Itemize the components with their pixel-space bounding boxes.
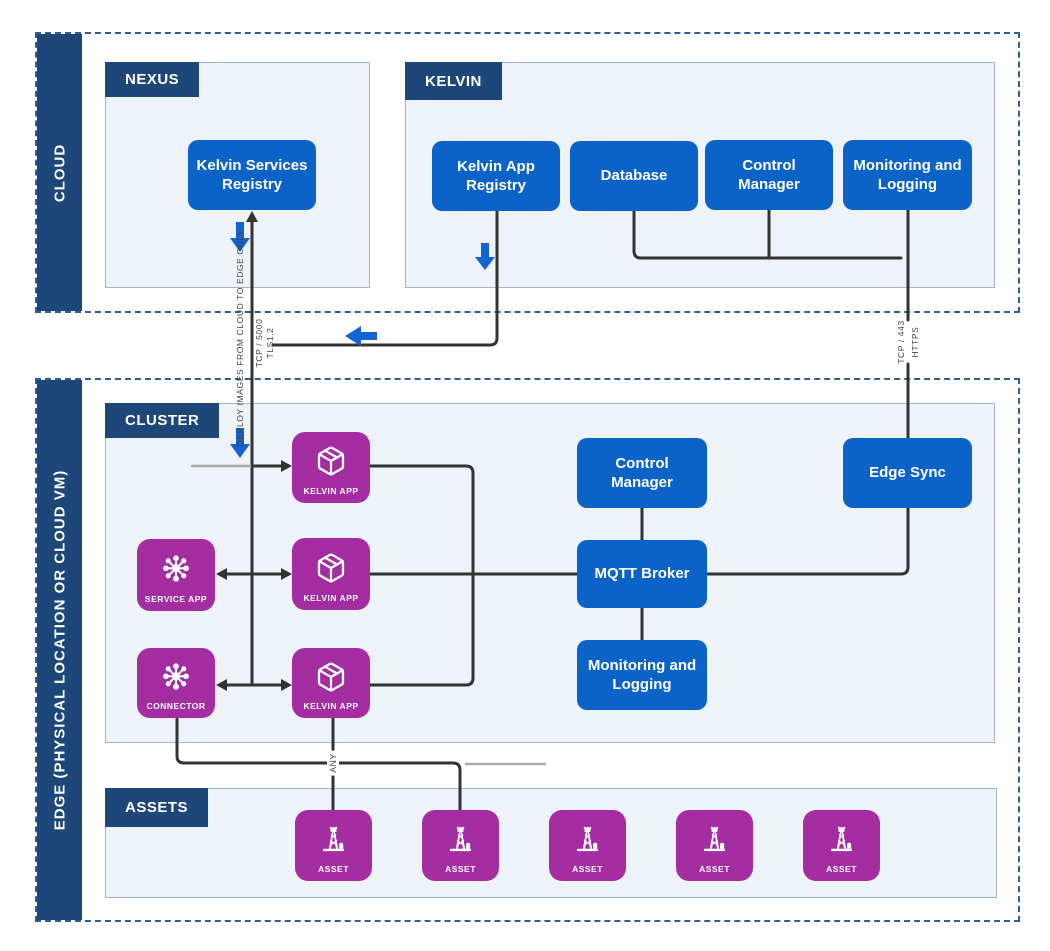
cloud-label: CLOUD: [51, 143, 68, 202]
node-label: Edge Sync: [869, 464, 946, 482]
icon-node-label: SERVICE APP: [144, 594, 208, 604]
tls-label: TLS1.2: [265, 327, 275, 359]
derrick-icon: [295, 810, 372, 864]
icon-node-asset-3: ASSET: [549, 810, 626, 881]
node-label: Monitoring and Logging: [853, 156, 962, 194]
cloud-sidebar: CLOUD: [37, 34, 82, 311]
node-control-manager-edge: Control Manager: [577, 438, 707, 508]
hub-icon: [137, 648, 215, 701]
node-label: Control Manager: [738, 156, 800, 194]
icon-node-connector: CONNECTOR: [137, 648, 215, 718]
node-monitoring-logging-cloud: Monitoring and Logging: [843, 140, 972, 210]
assets-tab: ASSETS: [105, 788, 209, 827]
edge-sidebar: EDGE (PHYSICAL LOCATION OR CLOUD VM): [37, 380, 82, 920]
node-kelvin-app-registry: Kelvin App Registry: [432, 141, 560, 211]
node-label: Control Manager: [611, 454, 673, 492]
kelvin-tab-label: KELVIN: [425, 72, 482, 90]
cluster-tab-label: CLUSTER: [125, 412, 200, 429]
icon-node-label: CONNECTOR: [146, 701, 206, 711]
node-kelvin-services-registry: Kelvin Services Registry: [188, 140, 316, 210]
hub-icon: [137, 539, 215, 594]
node-label: MQTT Broker: [594, 565, 690, 583]
icon-node-asset-1: ASSET: [295, 810, 372, 881]
icon-node-kelvin-app-1: KELVIN APP: [292, 432, 370, 503]
icon-node-label: ASSET: [318, 864, 349, 874]
icon-node-asset-2: ASSET: [422, 810, 499, 881]
deploy-label: DEPLOY IMAGES FROM CLOUD TO EDGE ONLY: [235, 229, 245, 447]
node-monitoring-logging-edge: Monitoring and Logging: [577, 640, 707, 710]
node-label: Kelvin App Registry: [457, 157, 535, 195]
icon-node-label: KELVIN APP: [303, 593, 359, 603]
derrick-icon: [549, 810, 626, 864]
node-label: Kelvin Services Registry: [196, 156, 308, 194]
icon-node-asset-4: ASSET: [676, 810, 753, 881]
tcp5000-label: TCP / 5000: [254, 318, 264, 368]
derrick-icon: [803, 810, 880, 864]
icon-node-kelvin-app-3: KELVIN APP: [292, 648, 370, 718]
derrick-icon: [676, 810, 753, 864]
tcp443-label: TCP / 443: [896, 320, 906, 364]
cube-icon: [292, 538, 370, 593]
nexus-tab: NEXUS: [105, 62, 200, 97]
https-label: HTTPS: [910, 326, 920, 358]
assets-tab-label: ASSETS: [125, 799, 189, 816]
kelvin-tab: KELVIN: [405, 62, 502, 100]
icon-node-service-app: SERVICE APP: [137, 539, 215, 611]
icon-node-label: KELVIN APP: [303, 486, 359, 496]
node-database: Database: [570, 141, 698, 211]
icon-node-kelvin-app-2: KELVIN APP: [292, 538, 370, 610]
derrick-icon: [422, 810, 499, 864]
node-label: Database: [600, 167, 668, 185]
icon-node-label: ASSET: [445, 864, 476, 874]
node-label: Monitoring and Logging: [587, 656, 697, 694]
icon-node-label: ASSET: [699, 864, 730, 874]
cube-icon: [292, 648, 370, 701]
node-control-manager-cloud: Control Manager: [705, 140, 833, 210]
nexus-tab-label: NEXUS: [125, 71, 180, 88]
any-label: ANY: [327, 750, 339, 776]
node-edge-sync: Edge Sync: [843, 438, 972, 508]
icon-node-asset-5: ASSET: [803, 810, 880, 881]
cluster-tab: CLUSTER: [105, 403, 220, 438]
icon-node-label: ASSET: [572, 864, 603, 874]
icon-node-label: ASSET: [826, 864, 857, 874]
cube-icon: [292, 432, 370, 486]
node-mqtt-broker: MQTT Broker: [577, 540, 707, 608]
icon-node-label: KELVIN APP: [303, 701, 359, 711]
edge-label: EDGE (PHYSICAL LOCATION OR CLOUD VM): [51, 469, 68, 831]
